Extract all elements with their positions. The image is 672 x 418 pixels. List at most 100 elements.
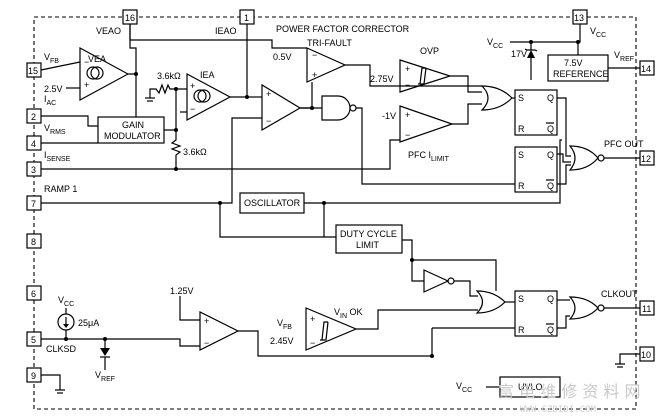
svg-text:S: S <box>518 93 524 103</box>
svg-text:S: S <box>518 150 524 160</box>
pin-4: 4 VRMS <box>26 123 66 151</box>
flip-flop-3: S R Q Q <box>514 290 558 337</box>
svg-text:+: + <box>310 314 315 324</box>
svg-text:Q: Q <box>547 181 554 191</box>
pin-16: 16 VEAO <box>96 9 138 36</box>
svg-text:富 电 维 修 资 料 网: 富 电 维 修 资 料 网 <box>498 382 641 401</box>
svg-text:+: + <box>84 80 89 90</box>
label-resistor-bottom: 3.6kΩ <box>183 147 207 157</box>
svg-text:IEA: IEA <box>200 70 215 80</box>
label-0-5v: 0.5V <box>273 52 292 62</box>
svg-text:OSCILLATOR: OSCILLATOR <box>244 198 301 208</box>
pin-10: 10 <box>639 346 655 362</box>
flip-flop-2: S R Q Q <box>514 146 558 193</box>
clksd-comparator: + − <box>199 311 240 351</box>
svg-text:Q: Q <box>547 325 554 335</box>
iea-amplifier: IEA + − <box>186 70 232 122</box>
svg-text:+: + <box>190 81 195 91</box>
label-minus-1v: -1V <box>382 111 396 121</box>
nand-gate <box>321 95 357 121</box>
svg-text:−: − <box>266 116 271 126</box>
svg-text:Q: Q <box>547 150 554 160</box>
pin-14: 14 VREF <box>614 50 655 76</box>
label-vref-bottom: VREF <box>95 370 115 383</box>
svg-text:+: + <box>204 316 209 326</box>
pin-12: 12 PFC OUT <box>604 139 655 166</box>
svg-text:MODULATOR: MODULATOR <box>104 131 161 141</box>
oscillator-block: OSCILLATOR <box>239 192 305 214</box>
watermark: 富 电 维 修 资 料 网 WWW.GZDIDI.COM <box>498 382 641 415</box>
svg-text:VFB: VFB <box>44 52 59 65</box>
svg-text:CLKOUT: CLKOUT <box>601 289 638 299</box>
pin-7: 7 RAMP 1 <box>26 184 77 211</box>
svg-text:Q: Q <box>547 93 554 103</box>
label-vcc-source: VCC <box>58 295 74 308</box>
pin-13: 13 VCC <box>572 9 606 39</box>
pin-11: 11 CLKOUT <box>601 289 655 316</box>
svg-text:+: + <box>405 64 410 74</box>
svg-text:VEAO: VEAO <box>96 26 121 36</box>
nor-gate-pfc-out <box>568 145 605 171</box>
svg-text:5: 5 <box>31 335 36 345</box>
svg-text:10: 10 <box>641 350 651 360</box>
svg-text:−: − <box>405 130 410 140</box>
svg-text:8: 8 <box>31 237 36 247</box>
label-2-45v: 2.45V <box>270 336 294 346</box>
svg-text:13: 13 <box>574 13 584 23</box>
pwm-comparator: + − <box>261 83 302 132</box>
svg-text:GAIN: GAIN <box>122 120 144 130</box>
svg-text:VRMS: VRMS <box>44 123 66 136</box>
svg-text:R: R <box>518 124 525 134</box>
or-gate-top <box>480 85 513 111</box>
svg-text:LIMIT: LIMIT <box>356 240 380 250</box>
svg-text:VCC: VCC <box>590 26 606 39</box>
svg-text:Q: Q <box>547 294 554 304</box>
label-17v: 17V <box>511 49 527 59</box>
svg-text:PFC OUT: PFC OUT <box>604 139 644 149</box>
svg-text:−: − <box>190 104 195 114</box>
svg-text:+: + <box>405 110 410 120</box>
label-vfb-2: VFB <box>277 318 292 331</box>
pin-6: 6 <box>26 285 42 301</box>
svg-text:S: S <box>518 294 524 304</box>
svg-text:2: 2 <box>31 112 36 122</box>
svg-text:+: + <box>266 89 271 99</box>
svg-text:−: − <box>204 338 209 348</box>
svg-text:VIN OK: VIN OK <box>334 307 363 320</box>
pin-8: 8 <box>26 233 42 249</box>
label-vcc-uvlo: VCC <box>456 381 472 394</box>
svg-text:+: + <box>312 70 317 80</box>
svg-text:−: − <box>310 338 315 348</box>
svg-text:OVP: OVP <box>420 46 439 56</box>
svg-text:−: − <box>84 57 89 67</box>
label-1-25v: 1.25V <box>170 286 194 296</box>
gain-modulator-block: GAIN MODULATOR <box>97 116 165 144</box>
svg-text:6: 6 <box>31 289 36 299</box>
svg-text:R: R <box>518 181 525 191</box>
pin-2: 2 IAC <box>26 94 56 124</box>
svg-text:IEAO: IEAO <box>215 26 237 36</box>
pin-1: 1 IEAO <box>215 9 255 36</box>
svg-text:9: 9 <box>31 371 36 381</box>
svg-text:−: − <box>312 50 317 60</box>
svg-text:CLKSD: CLKSD <box>46 344 77 354</box>
svg-text:IAC: IAC <box>44 94 56 107</box>
svg-text:16: 16 <box>125 13 135 23</box>
vea-amplifier: VEA + − <box>79 46 130 102</box>
reference-block: 7.5V REFERENCE <box>547 54 609 82</box>
or-gate-bottom <box>475 290 506 314</box>
svg-text:VREF: VREF <box>614 50 634 63</box>
tri-fault-comparator: − + TRI-FAULT <box>306 38 352 83</box>
current-source-25ua <box>57 313 75 331</box>
wiring <box>40 24 640 394</box>
svg-text:14: 14 <box>641 64 651 74</box>
vin-ok-comparator: + − VIN OK <box>305 307 363 351</box>
svg-text:REFERENCE: REFERENCE <box>553 69 609 79</box>
label-25ua: 25μA <box>78 318 99 328</box>
label-resistor-top: 3.6kΩ <box>157 71 181 81</box>
pin-9: 9 <box>26 367 42 383</box>
label-vcc-top: VCC <box>487 37 503 50</box>
inverter-clock <box>423 269 455 293</box>
svg-text:−: − <box>405 80 410 90</box>
